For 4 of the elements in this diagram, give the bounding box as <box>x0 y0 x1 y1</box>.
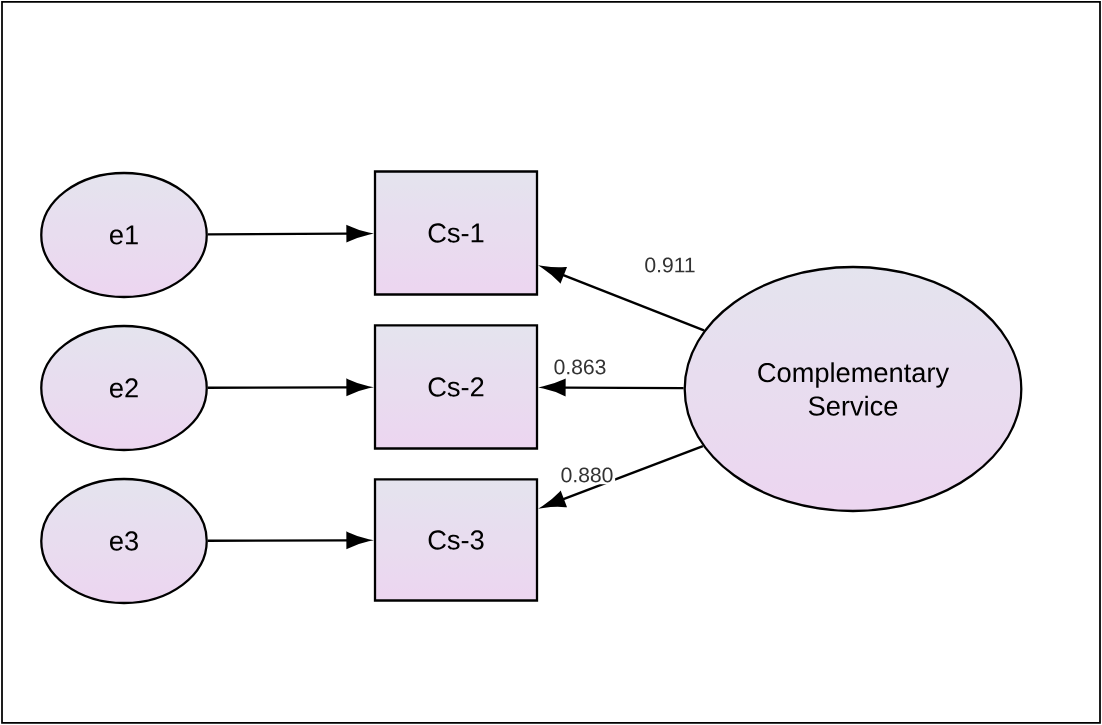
edge-label: 0.863 <box>551 357 609 377</box>
variable-box: Cs-3 <box>373 478 539 602</box>
variable-box: Cs-2 <box>373 324 539 450</box>
variable-box: Cs-1 <box>373 170 539 296</box>
